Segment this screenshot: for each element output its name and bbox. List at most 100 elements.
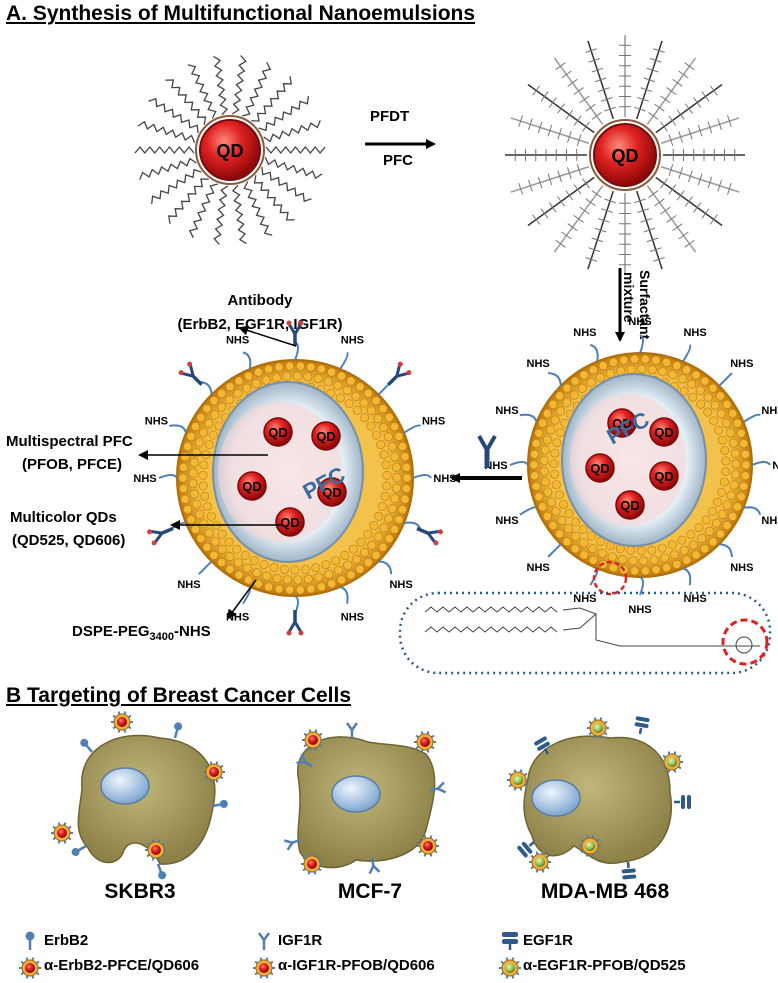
lipid-headgroup [551, 480, 561, 490]
lipid-headgroup [707, 506, 717, 516]
lipid-headgroup [679, 545, 689, 555]
qd-particle-label: QD [242, 479, 262, 494]
lipid-headgroup [530, 471, 540, 481]
qd-particle [649, 461, 679, 491]
qd-particle-label: QD [612, 416, 632, 431]
lipid-headgroup [682, 555, 692, 565]
lipid-headgroup [240, 550, 250, 560]
qd-with-ligands [134, 55, 326, 245]
fluoro-branch [684, 239, 695, 248]
lipid-headgroup [697, 533, 707, 543]
qd-particle [607, 408, 637, 438]
lipid-headgroup [694, 523, 704, 533]
lipid-headgroup [539, 466, 549, 476]
lipid-headgroup [180, 494, 190, 504]
lipid-headgroup [651, 355, 661, 365]
lipid-headgroup [721, 418, 731, 428]
lipid-headgroup [660, 553, 670, 563]
fluoro-branch [557, 103, 566, 114]
lipid-headgroup [387, 504, 397, 514]
fluoro-branch [537, 176, 543, 189]
lipid-headgroup [717, 509, 727, 519]
lipid-headgroup [369, 521, 379, 531]
peg-tether [339, 586, 349, 604]
nhs-label: NHS [495, 405, 518, 417]
fluoro-branch [591, 67, 604, 73]
lipid-headgroup [190, 524, 200, 534]
fluoro-branch [518, 183, 523, 195]
fluoro-branch [640, 87, 653, 92]
ligand-chain [243, 181, 273, 236]
fluoro-branch [649, 247, 662, 252]
lipid-headgroup [352, 405, 362, 415]
fluoro-branch [588, 58, 601, 63]
lipid-headgroup [670, 550, 680, 560]
fluoro-branch [672, 78, 683, 87]
lipid-headgroup [534, 428, 544, 438]
nhs-label: NHS [730, 562, 753, 574]
fluoro-branch [573, 87, 584, 96]
qd-particle-label: QD [654, 469, 674, 484]
lipid-headgroup [540, 477, 550, 487]
lipid-headgroup [401, 462, 411, 472]
lipid-headgroup [366, 405, 376, 415]
lipid-headgroup [700, 544, 710, 554]
lipid-headgroup [402, 473, 412, 483]
fluoro-branch [540, 91, 549, 102]
lipid-headgroup [261, 375, 271, 385]
lipid-headgroup [534, 492, 544, 502]
lipid-headgroup [242, 383, 252, 393]
lipid-headgroup [586, 531, 596, 541]
legend-erbb2: ErbB2 [44, 932, 89, 949]
lipid-headgroup [376, 440, 386, 450]
lipid-headgroup [355, 564, 365, 574]
lipid-headgroup [714, 425, 724, 435]
qd-shell-ring-2 [589, 119, 661, 191]
lipid-headgroup [649, 555, 659, 565]
qd-particle-label: QD [654, 425, 674, 440]
lipid-headgroup [316, 364, 326, 374]
qd-particle [649, 417, 679, 447]
fluoro-branch [688, 170, 693, 183]
antibody-conjugate [286, 320, 304, 346]
lipid-headgroup [555, 391, 565, 401]
lipid-headgroup [337, 575, 347, 585]
fluoro-branch [701, 208, 710, 219]
lipid-headgroup [217, 402, 227, 412]
lipid-headgroup [179, 462, 189, 472]
lipid-headgroup [190, 422, 200, 432]
antibody-conjugate [178, 361, 203, 386]
lipid-headgroup [391, 462, 401, 472]
lipid-headgroup [194, 437, 204, 447]
lipid-headgroup [571, 531, 581, 541]
fluoro-branch [676, 190, 685, 201]
peg-tether [589, 343, 599, 362]
lipid-headgroup [259, 560, 269, 570]
nhs-label: NHS [527, 358, 550, 370]
lipid-headgroup [274, 362, 284, 372]
fluoro-branch [693, 202, 702, 213]
fluoro-branch [678, 167, 683, 179]
lipid-headgroup [728, 438, 738, 448]
lipid-headgroup [728, 511, 738, 521]
lipid-headgroup [394, 515, 404, 525]
nhs-label: NHS [177, 579, 200, 591]
lipid-headgroup [563, 524, 573, 534]
lipid-headgroup [188, 479, 198, 489]
lipid-headgroup [551, 507, 561, 517]
receptor-igf1r [368, 857, 381, 875]
fluoro-branch [528, 118, 533, 131]
nhs-label: NHS [226, 334, 249, 346]
lipid-headgroup [342, 385, 352, 395]
fluoro-branch [561, 231, 572, 240]
nhs-label: NHS [683, 327, 706, 339]
fluoro-branch [646, 67, 659, 73]
lipid-headgroup [306, 362, 316, 372]
lipid-headgroup [543, 487, 553, 497]
fluoro-branch [684, 103, 693, 114]
receptor-erbb2 [173, 722, 183, 739]
fluoro-branch [576, 134, 582, 146]
fluoro-branch [582, 121, 590, 132]
cell-label-mdamb468: MDA-MB 468 [540, 880, 670, 903]
